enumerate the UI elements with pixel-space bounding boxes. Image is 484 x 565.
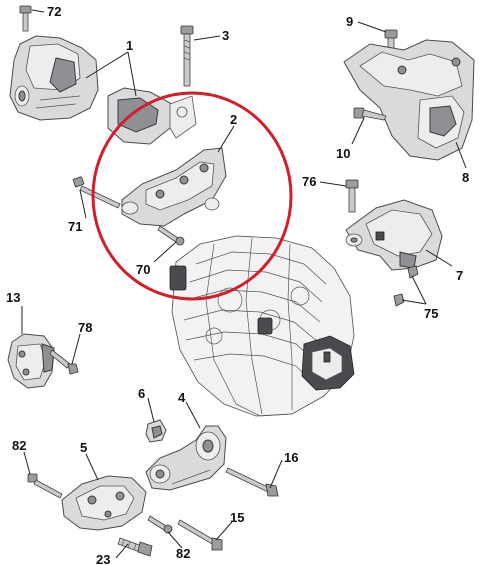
engine-assembly [169, 235, 355, 417]
callout-2: 2 [230, 112, 237, 127]
callout-23: 23 [96, 552, 110, 565]
callout-16: 16 [284, 450, 298, 465]
bolt-3 [180, 25, 194, 87]
mount-bracket-2 [121, 147, 227, 227]
bolt-72 [19, 5, 32, 32]
engine-mount-insert-1 [107, 87, 197, 145]
torque-rod-4 [145, 425, 227, 491]
engine-mount-block-1 [9, 35, 99, 121]
callout-7: 7 [456, 268, 463, 283]
bolt-10 [353, 107, 387, 121]
callout-70: 70 [136, 262, 150, 277]
bolt-78 [49, 349, 79, 375]
callout-10: 10 [336, 146, 350, 161]
callout-3: 3 [222, 28, 229, 43]
bolt-71 [72, 176, 121, 209]
leader-lines [21, 9, 467, 559]
callout-82-left: 82 [12, 438, 26, 453]
bracket-13 [7, 333, 55, 389]
bracket-5 [61, 475, 147, 531]
callout-13: 13 [6, 290, 20, 305]
callout-1: 1 [126, 38, 133, 53]
callout-78: 78 [78, 320, 92, 335]
bolt-70 [157, 225, 185, 246]
bracket-6 [145, 419, 167, 443]
bolt-16 [225, 467, 279, 497]
highlight-circle [91, 91, 293, 301]
callout-9: 9 [346, 14, 353, 29]
callout-4: 4 [178, 390, 186, 405]
callout-75: 75 [424, 306, 438, 321]
bolt-15 [177, 519, 223, 551]
bracket-7 [345, 199, 443, 271]
bolt-82-left [27, 473, 63, 499]
callout-5: 5 [80, 440, 87, 455]
bolt-76 [345, 179, 359, 213]
bolt-82-bottom [147, 515, 173, 534]
bolt-23 [117, 537, 153, 557]
callout-82-bottom: 82 [176, 546, 190, 561]
callout-71: 71 [68, 219, 82, 234]
callout-15: 15 [230, 510, 244, 525]
nuts-75 [393, 265, 419, 307]
bolt-9 [384, 29, 398, 53]
bracket-8 [343, 39, 475, 161]
callout-6: 6 [138, 386, 145, 401]
callout-8: 8 [462, 170, 469, 185]
callout-72: 72 [47, 4, 61, 19]
callout-76: 76 [302, 174, 316, 189]
callout-labels: 72 1 3 9 2 10 8 76 71 70 7 13 75 78 6 4 … [6, 4, 469, 565]
